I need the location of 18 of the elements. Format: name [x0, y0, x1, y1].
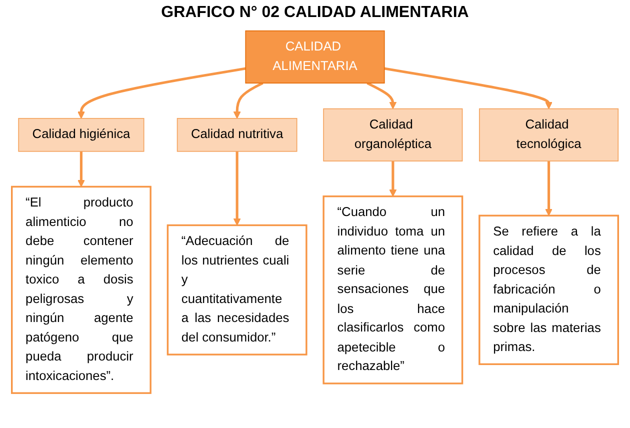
- node-box: Calidad organoléptica: [323, 108, 463, 162]
- node-box: Calidad tecnológica: [479, 108, 619, 162]
- node-box: “Cuando un individuo toma un alimento tiene una serie de sensaciones que los hace clasificarlos como apetecible o rechazable”: [322, 195, 464, 384]
- arrow: [545, 161, 553, 216]
- node-box: Calidad nutritiva: [176, 118, 298, 152]
- arrow: [366, 82, 397, 110]
- arrow: [384, 67, 553, 110]
- arrow: [77, 151, 85, 188]
- arrow: [77, 67, 246, 119]
- node-box: CALIDAD ALIMENTARIA: [245, 30, 385, 84]
- node-box: “Adecuación de los nutrientes cuali y cuantitativamente a las necesidades del consumidor.”: [166, 224, 308, 356]
- arrow: [233, 151, 241, 226]
- diagram-title: GRAFICO N° 02 CALIDAD ALIMENTARIA: [161, 4, 469, 22]
- node-box: Calidad higiénica: [18, 118, 144, 152]
- node-box: “El producto alimenticio no debe contener ningún elemento toxico a dosis peligrosas y ningún agente patógeno que pueda producir intoxicaciones”.: [11, 186, 152, 394]
- node-box: Se refiere a la calidad de los procesos de fabricación o manipulación sobre las materias primas.: [478, 214, 619, 366]
- arrow: [233, 82, 264, 119]
- arrow: [389, 161, 397, 197]
